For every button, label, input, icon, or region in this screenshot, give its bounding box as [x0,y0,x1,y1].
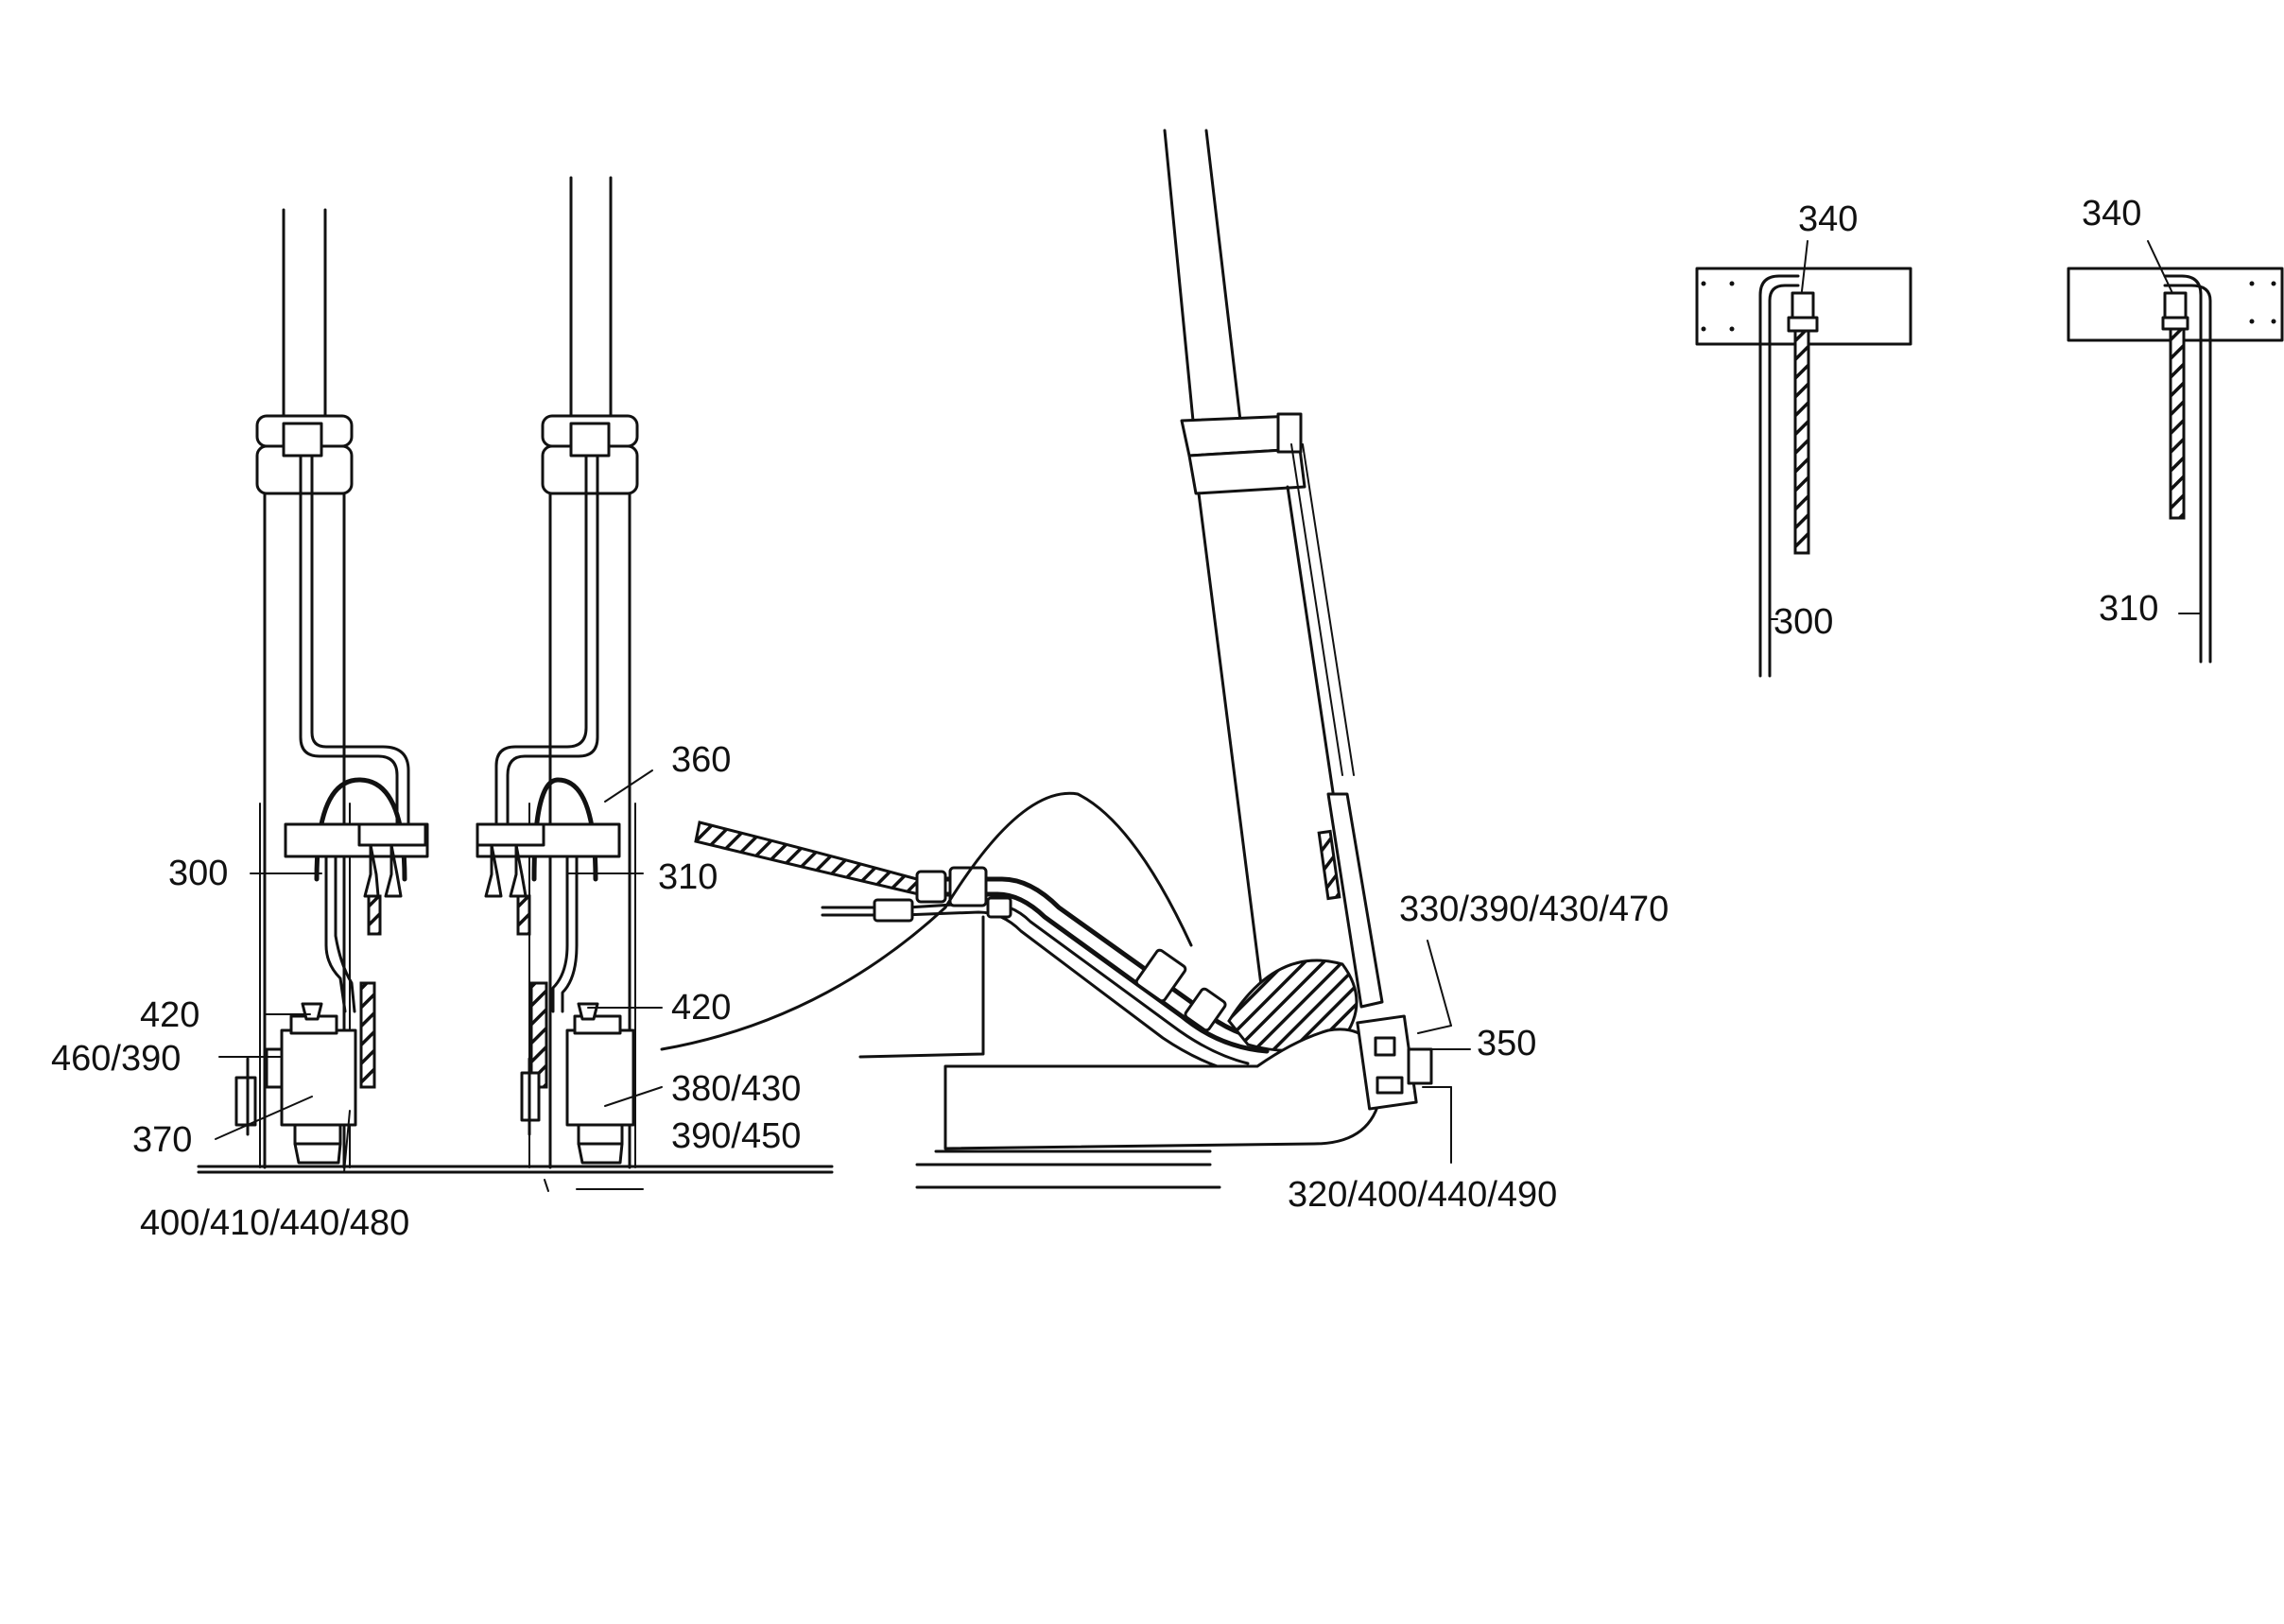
callout-370: 370 [132,1120,192,1160]
callout-310: 310 [658,857,718,897]
callout-300: 300 [168,854,228,893]
callout-360: 360 [671,740,731,780]
middle-strut-assembly [476,176,644,1192]
callout-320-400-440-490: 320/400/440/490 [1288,1175,1557,1215]
callout-400-410-440-480: 400/410/440/480 [140,1203,409,1243]
detail1-callout-340: 340 [1798,199,1858,239]
left-strut-assembly [197,208,834,1174]
callout-460-390: 460/390 [51,1039,181,1079]
callout-390-450: 390/450 [671,1116,801,1156]
detail2-callout-310: 310 [2099,589,2158,629]
callout-420-middle: 420 [671,988,731,1028]
callout-420-left: 420 [140,995,199,1035]
detail-view-310 [2067,267,2284,664]
right-strut-assembly [660,129,1471,1189]
callout-350: 350 [1477,1024,1536,1063]
leader-lines [215,240,2202,1173]
callout-labels: 300 310 360 420 420 460/390 370 400/410/… [51,194,2158,1243]
callout-380-430: 380/430 [671,1069,801,1109]
detail1-callout-300: 300 [1774,602,1833,642]
detail2-callout-340: 340 [2082,194,2141,233]
callout-330-390-430-470: 330/390/430/470 [1399,890,1669,929]
